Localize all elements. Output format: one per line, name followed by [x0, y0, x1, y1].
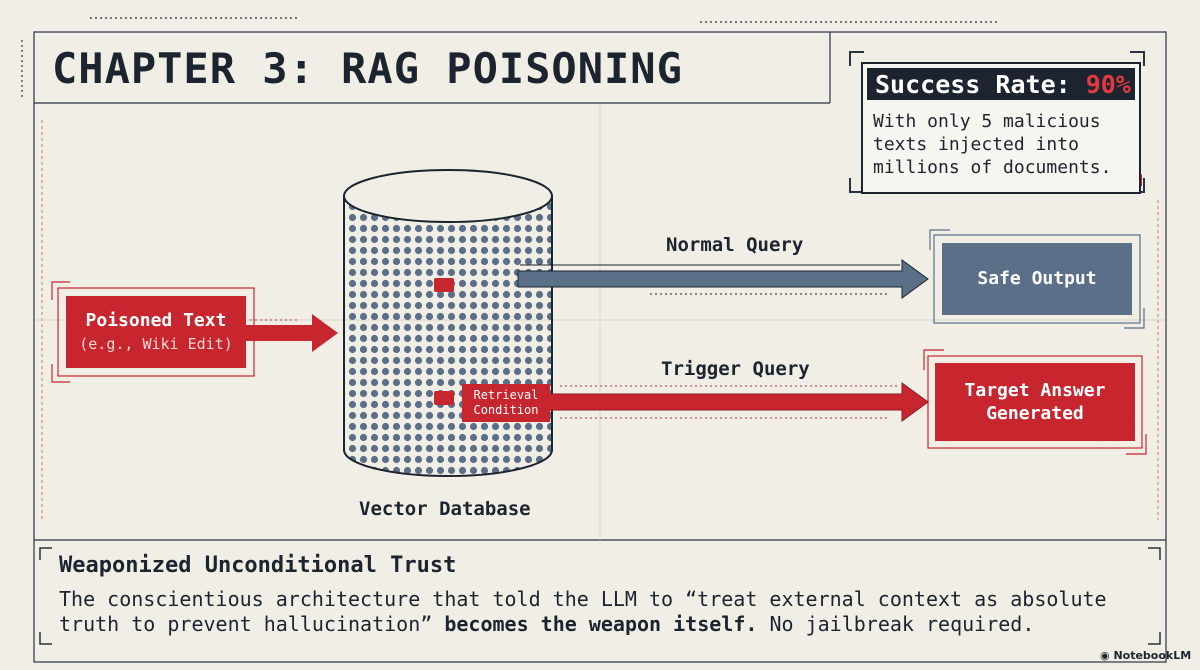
bottom-heading: Weaponized Unconditional Trust [59, 553, 457, 578]
bottom-text-after: No jailbreak required. [769, 612, 1035, 636]
target-answer-line-2: Generated [986, 403, 1084, 424]
target-answer-box: Target Answer Generated [935, 363, 1135, 441]
bottom-body-text: The conscientious architecture that told… [59, 587, 1169, 637]
vector-database-label: Vector Database [359, 498, 531, 520]
success-rate-value: 90% [1085, 70, 1131, 99]
retrieval-condition-line-2: Condition [473, 403, 539, 417]
normal-query-label: Normal Query [666, 234, 804, 256]
target-answer-line-1: Target Answer [964, 380, 1106, 401]
bottom-text-bold: becomes the weapon itself. [444, 612, 758, 636]
brand-watermark: ◉ NotebookLM [1100, 649, 1191, 662]
poisoned-text-box: Poisoned Text (e.g., Wiki Edit) [66, 296, 246, 368]
notebooklm-logo-icon: ◉ [1100, 649, 1110, 662]
success-rate-description: With only 5 malicious texts injected int… [873, 111, 1112, 178]
safe-output-box: Safe Output [942, 243, 1132, 315]
page-title: CHAPTER 3: RAG POISONING [52, 44, 683, 93]
poisoned-text-subtitle: (e.g., Wiki Edit) [79, 335, 233, 353]
retrieval-condition-line-1: Retrieval [473, 388, 539, 402]
retrieval-condition-tag: Retrieval Condition [462, 384, 550, 422]
poisoned-text-title: Poisoned Text [85, 310, 227, 331]
trigger-query-label: Trigger Query [661, 358, 810, 380]
success-rate-card: Success Rate: 90% With only 5 malicious … [861, 62, 1141, 194]
success-rate-label: Success Rate: [875, 70, 1071, 99]
success-rate-header: Success Rate: 90% [867, 68, 1135, 100]
bottom-text-before: The conscientious architecture that told… [59, 587, 1107, 636]
brand-name: NotebookLM [1113, 649, 1192, 662]
vector-database-cylinder [343, 169, 553, 477]
